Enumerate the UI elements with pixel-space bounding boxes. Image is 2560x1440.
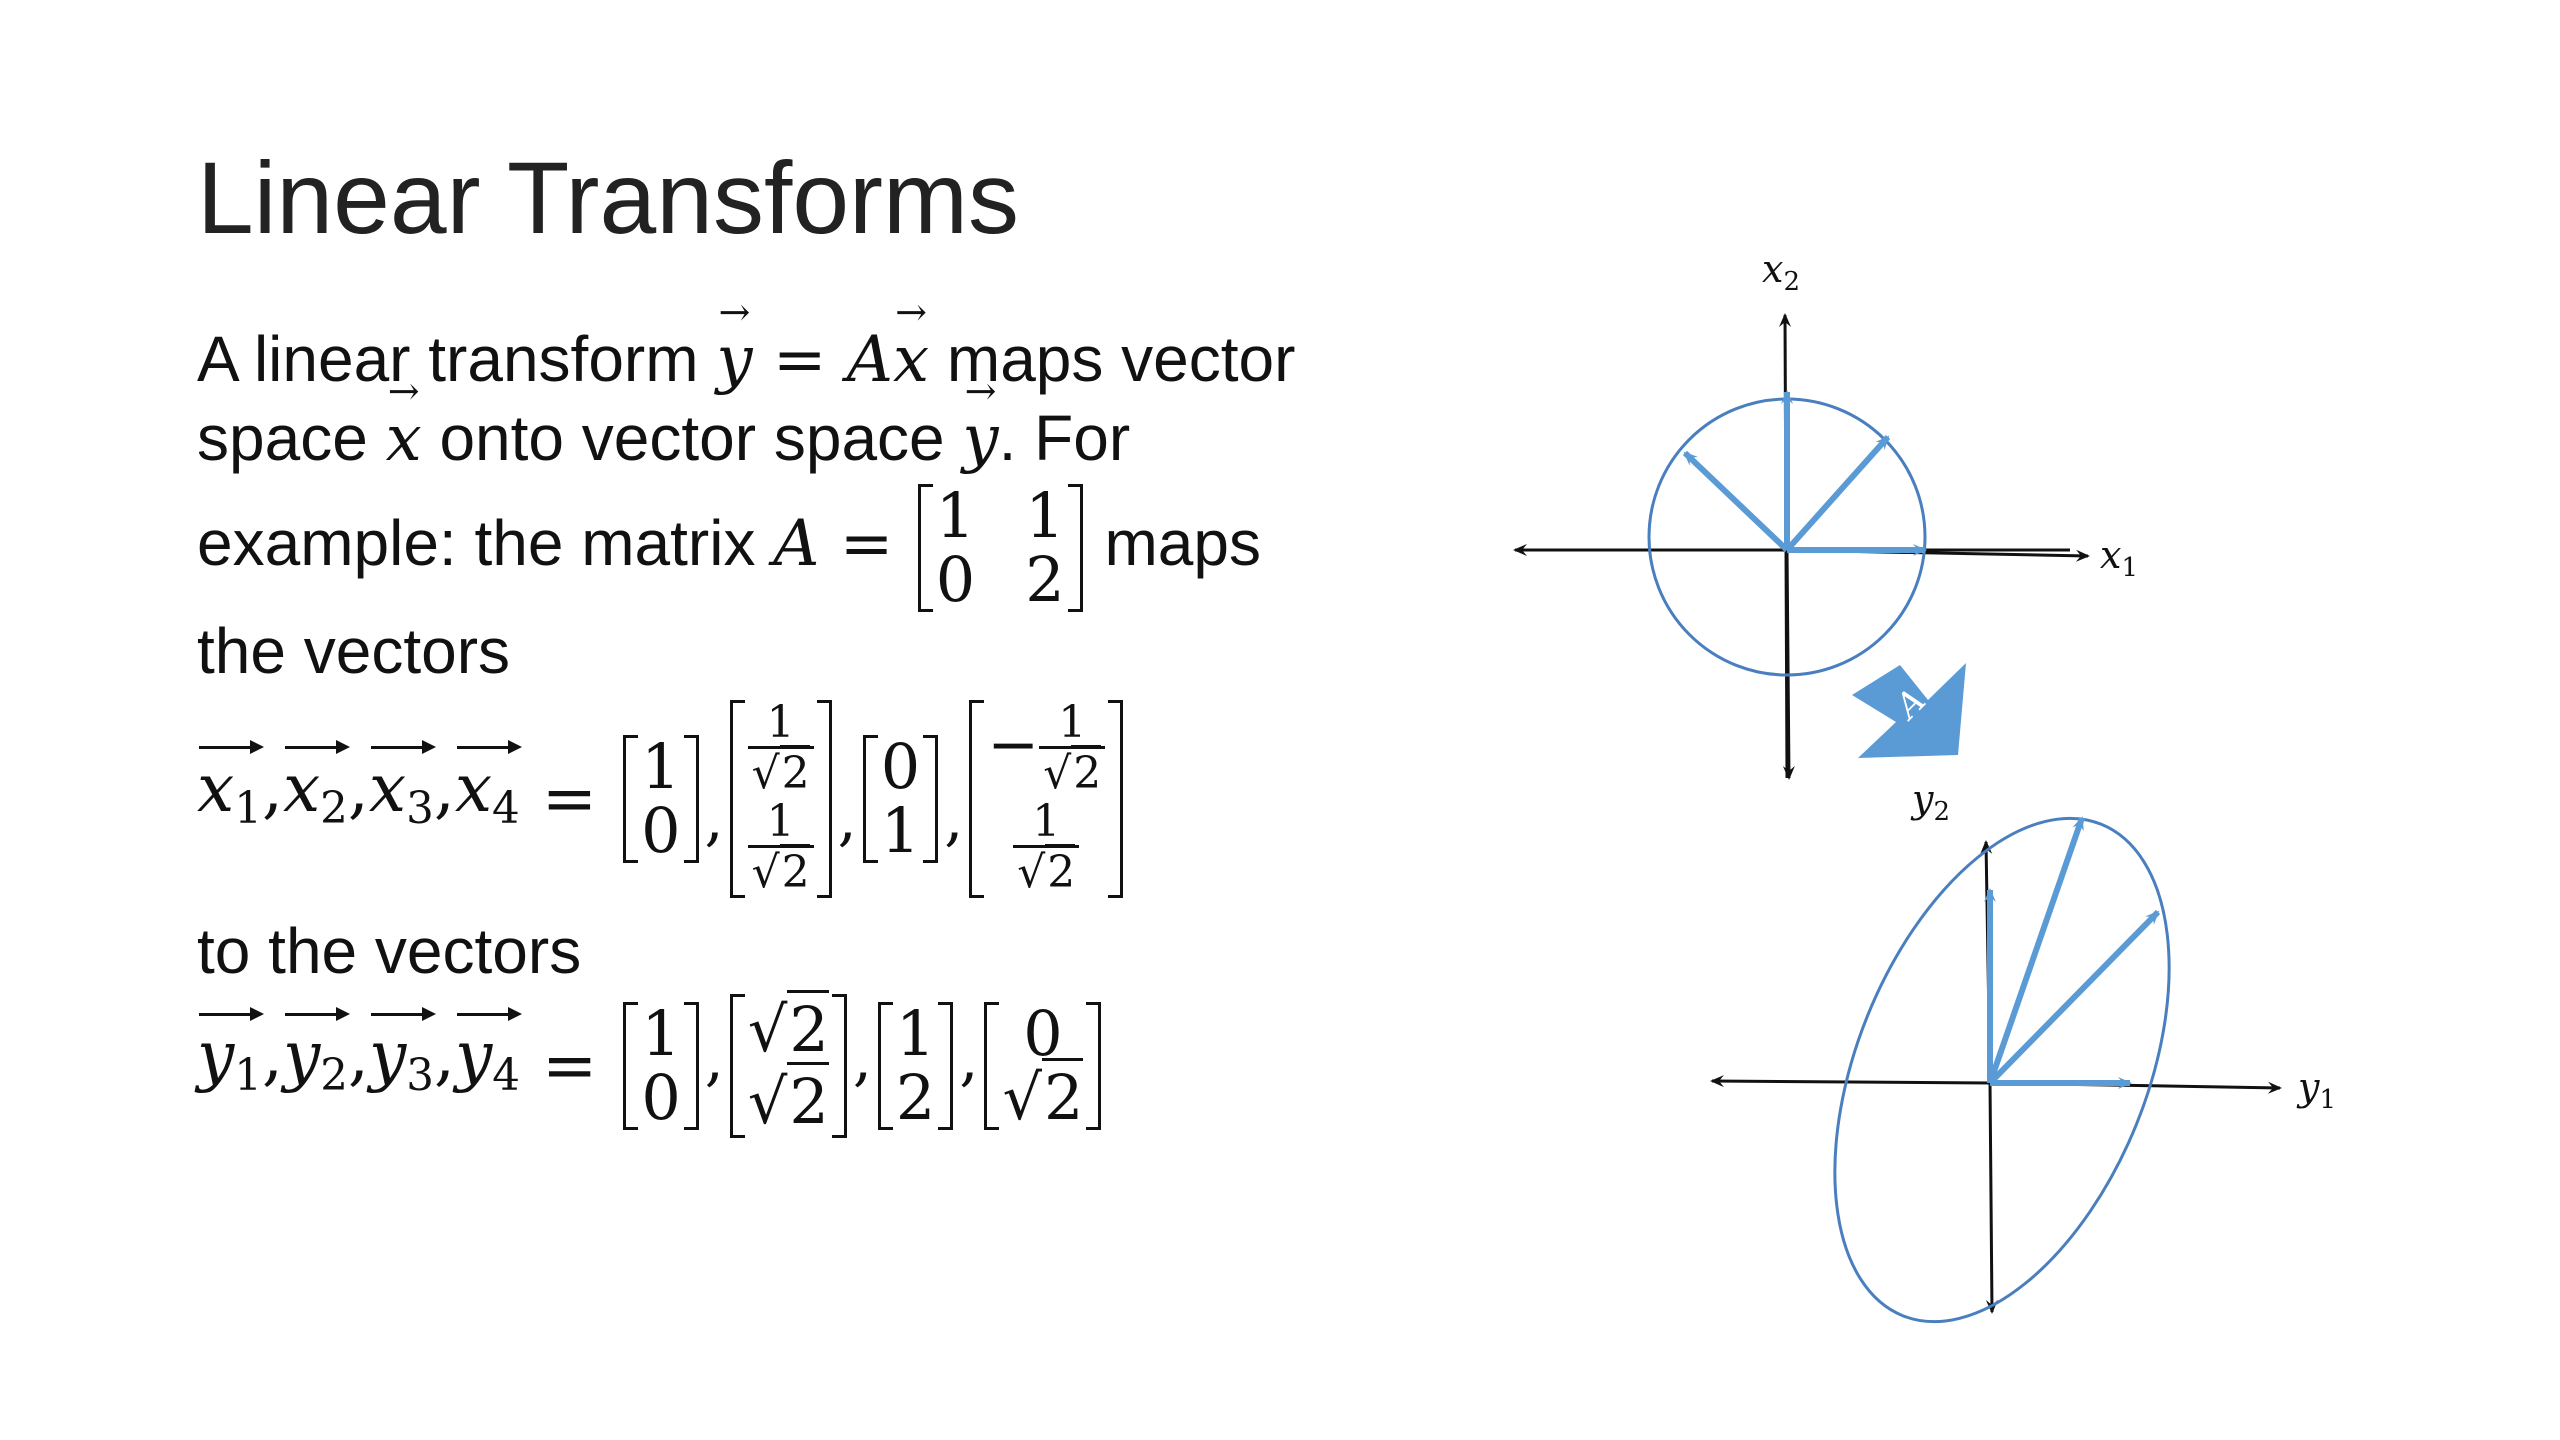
equals-sign: = bbox=[541, 760, 598, 837]
column-vector-x4: −1√2 1√2 bbox=[969, 700, 1124, 898]
matrix-symbol: A bbox=[773, 506, 820, 581]
y1-axis-neg bbox=[1710, 1075, 1991, 1088]
x2-axis-neg bbox=[1782, 549, 1795, 780]
matrix-symbol: A bbox=[846, 323, 893, 397]
vector-letter: y bbox=[962, 402, 999, 476]
transformed-ellipse bbox=[1833, 816, 2171, 1324]
vector-letter: x bbox=[893, 323, 930, 397]
text-run: example: the matrix bbox=[197, 506, 774, 579]
equals-sign: = bbox=[819, 506, 914, 581]
matrix-column: 1 0 bbox=[928, 484, 983, 612]
column-vector-x2: 1√2 1√2 bbox=[729, 700, 832, 898]
matrix-cell: 2 bbox=[1025, 543, 1065, 616]
vector-y4: y4 bbox=[455, 1006, 523, 1115]
matrix-column: 1 2 bbox=[983, 484, 1072, 612]
text-run: space bbox=[197, 402, 386, 474]
paragraph-line-3: example: the matrix A = 1 0 1 2 maps bbox=[197, 484, 1457, 612]
vector-y3: y3 bbox=[369, 1006, 437, 1115]
x1-axis-label: x1 bbox=[2100, 533, 2138, 583]
column-vector-y2: √2 √2 bbox=[729, 990, 847, 1138]
vector-x4-arrow bbox=[1682, 450, 1790, 553]
vector-x2-arrow bbox=[1784, 435, 1891, 552]
output-space-plot: y2 y1 bbox=[1710, 777, 2336, 1324]
vector-y: →y bbox=[716, 290, 753, 397]
paragraph-line-5: to the vectors bbox=[197, 915, 582, 987]
vector-letter: y bbox=[716, 323, 753, 397]
y2-axis-label: y2 bbox=[1910, 777, 1950, 827]
x2-axis-label: x2 bbox=[1762, 247, 1800, 297]
column-vector-y4: 0 √2 bbox=[984, 1002, 1102, 1134]
matrix-A: 1 0 1 2 bbox=[917, 484, 1083, 612]
y1-axis-label: y1 bbox=[2296, 1065, 2336, 1115]
paragraph-line-1: A linear transform →y = A→x maps vector bbox=[197, 290, 1457, 399]
paragraph-line-4: the vectors bbox=[197, 615, 511, 687]
vector-letter: x bbox=[385, 402, 422, 476]
block-arrow-shape bbox=[1852, 663, 1966, 758]
input-space-plot: x2 x1 bbox=[1513, 247, 2138, 780]
equals-sign: = bbox=[752, 323, 847, 397]
y-vector-list: y1,y2,y3,y4 bbox=[197, 1006, 523, 1115]
x1-axis bbox=[1779, 548, 2090, 562]
transform-arrow: A bbox=[1852, 663, 1966, 758]
equals-sign: = bbox=[542, 1027, 598, 1104]
vector-x: →x bbox=[385, 369, 422, 476]
vector-y3-arrow bbox=[1987, 816, 2085, 1084]
vector-x2: x2 bbox=[283, 739, 350, 848]
paragraph-line-2: space →x onto vector space →y. For bbox=[197, 369, 1457, 478]
text-run: maps bbox=[1086, 506, 1261, 579]
slide-body: A linear transform →y = A→x maps vector … bbox=[197, 290, 1457, 1138]
arrow-label: A bbox=[1886, 681, 1934, 729]
vector-x: →x bbox=[893, 290, 930, 397]
vector-y1: y1 bbox=[197, 1006, 265, 1115]
vector-y2-arrow bbox=[1987, 909, 2161, 1086]
vector-x3: x3 bbox=[369, 739, 436, 848]
slide-title: Linear Transforms bbox=[197, 141, 1019, 255]
y1-axis bbox=[1989, 1081, 2282, 1094]
matrix-cell: 1 bbox=[1025, 479, 1065, 552]
y2-axis bbox=[1980, 840, 1993, 1084]
text-run: onto vector space bbox=[421, 402, 963, 474]
text-run: A linear transform bbox=[197, 323, 717, 395]
vector-y2: y2 bbox=[283, 1006, 351, 1115]
text-run: . For bbox=[998, 402, 1131, 474]
text-run: maps vector bbox=[929, 323, 1296, 395]
matrix-cell: 1 bbox=[935, 479, 976, 552]
x-vector-list: x1,x2,x3,x4 bbox=[197, 739, 522, 848]
unit-circle bbox=[1647, 397, 1927, 677]
x2-axis bbox=[1779, 313, 1792, 779]
vector-x1: x1 bbox=[197, 739, 264, 848]
vector-y: →y bbox=[962, 369, 999, 476]
vector-x4: x4 bbox=[455, 739, 522, 848]
y2-axis-neg bbox=[1985, 1082, 1998, 1314]
matrix-cell: 0 bbox=[935, 543, 976, 616]
